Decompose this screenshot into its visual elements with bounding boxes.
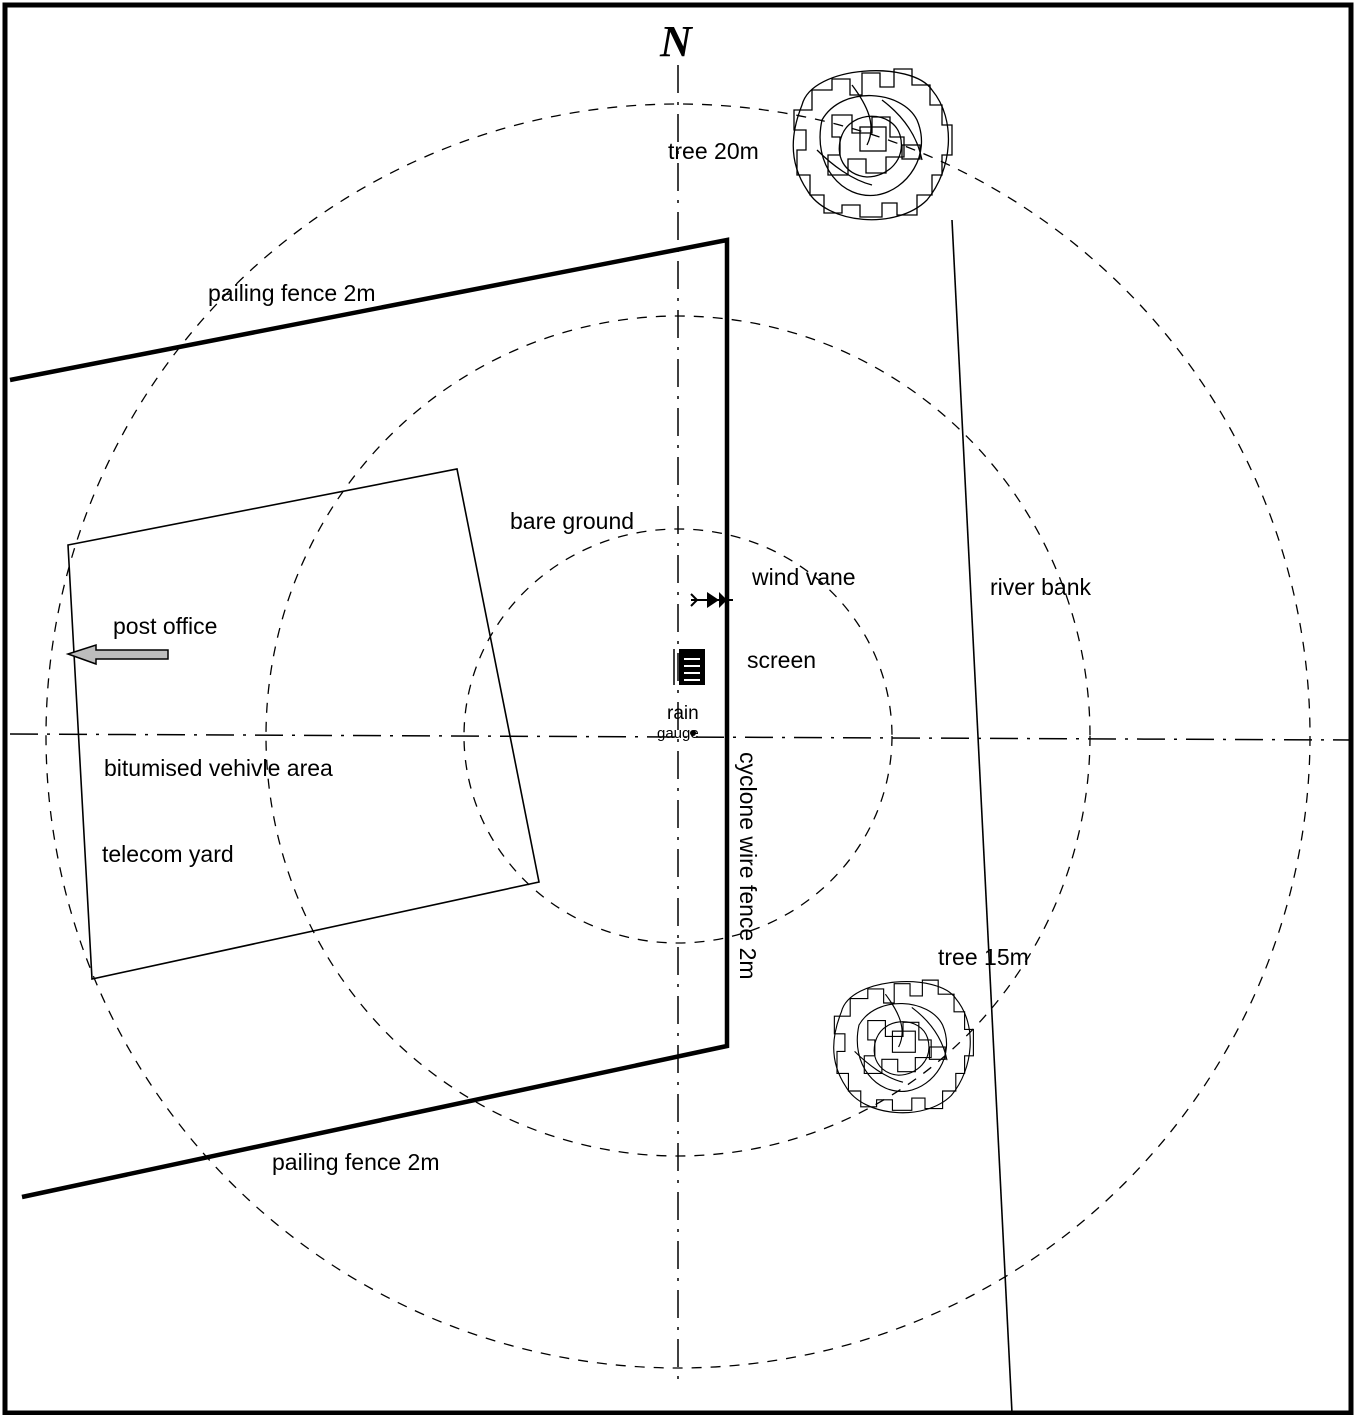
cyclone-fence-label: cyclone wire fence 2m bbox=[735, 752, 761, 980]
outer-distance-ring bbox=[45, 103, 1311, 1369]
rain-gauge-icon bbox=[690, 730, 696, 736]
boundary-fence bbox=[9, 237, 730, 1200]
direction-arrow-icon bbox=[65, 643, 169, 666]
screen-label: screen bbox=[747, 647, 816, 673]
telecom-yard-label: telecom yard bbox=[102, 841, 234, 867]
bitumised-vehicle-area-label: bitumised vehivle area bbox=[104, 755, 333, 781]
tree-icon bbox=[833, 979, 974, 1114]
rain-gauge-sublabel: gauge bbox=[657, 725, 699, 742]
pailing-fence-south-label: pailing fence 2m bbox=[272, 1149, 440, 1175]
tree-north-label: tree 20m bbox=[668, 138, 759, 164]
post-office-label: post office bbox=[113, 613, 217, 639]
river-bank-label: river bank bbox=[990, 574, 1091, 600]
tree-icon bbox=[792, 68, 953, 221]
screen-icon bbox=[673, 649, 705, 685]
east-west-axis bbox=[9, 733, 1351, 741]
vehicle-area-outline bbox=[67, 468, 540, 980]
pailing-fence-north-label: pailing fence 2m bbox=[208, 280, 376, 306]
wind-vane-icon bbox=[690, 592, 733, 608]
tree-south-label: tree 15m bbox=[938, 944, 1029, 970]
bare-ground-label: bare ground bbox=[510, 508, 634, 534]
wind-vane-label: wind vane bbox=[751, 564, 856, 590]
river-bank-line bbox=[951, 219, 1013, 1414]
north-arrow-label: N bbox=[659, 17, 694, 66]
rain-gauge-label: rain bbox=[667, 703, 699, 724]
